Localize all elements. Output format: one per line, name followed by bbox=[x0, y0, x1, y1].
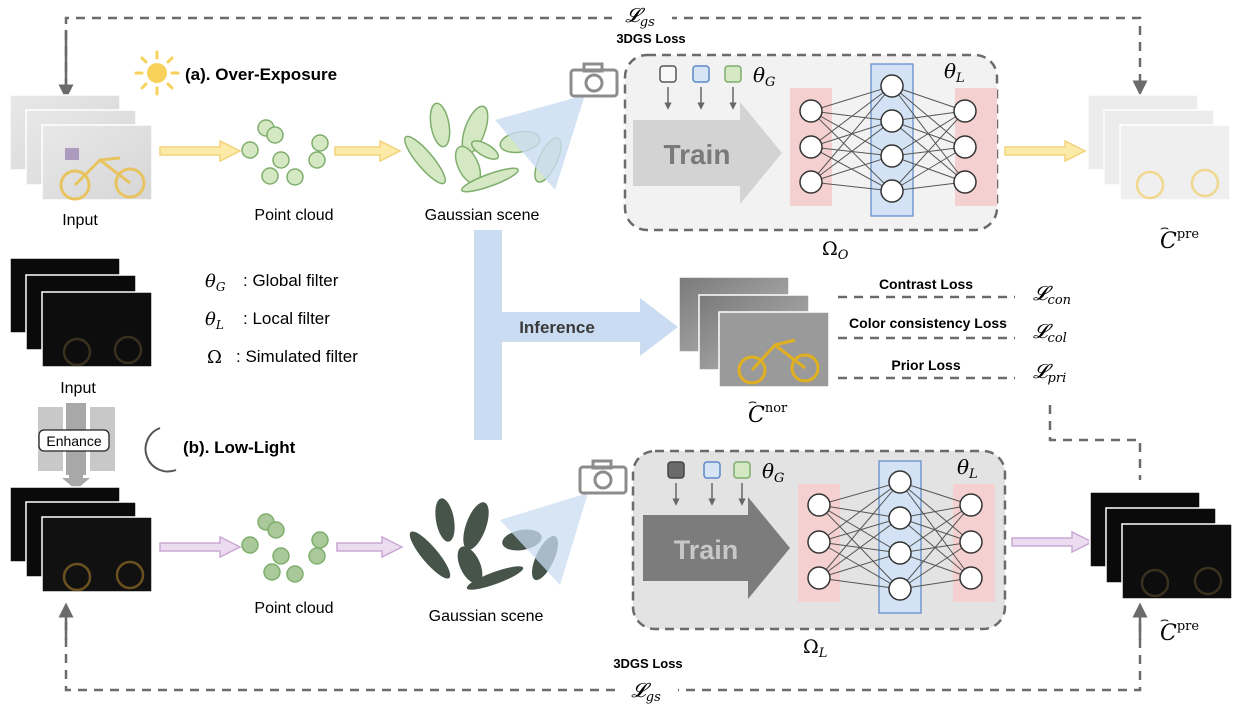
top-output-hat: ⌢ bbox=[1160, 220, 1169, 236]
contrast-loss-symbol: 𝓛con bbox=[1033, 281, 1071, 308]
dark-input-images bbox=[9, 257, 153, 368]
inference-arrow bbox=[474, 230, 678, 440]
top-input-label: Input bbox=[62, 212, 98, 229]
legend-global: : Global filter bbox=[243, 271, 339, 290]
top-gaussian-label: Gaussian scene bbox=[425, 207, 540, 224]
bottom-filter-squares bbox=[667, 461, 751, 506]
top-network bbox=[790, 63, 997, 217]
sun-icon bbox=[134, 50, 180, 96]
prior-to-output-dashed bbox=[1048, 405, 1142, 480]
bottom-output-arrow bbox=[1011, 530, 1094, 554]
inference-label: Inference bbox=[519, 318, 595, 337]
bottom-loss-label: 3DGS Loss bbox=[613, 656, 682, 671]
top-point-cloud bbox=[241, 119, 329, 186]
top-train-arrow bbox=[633, 102, 782, 204]
normal-output-images bbox=[678, 276, 830, 388]
bottom-network bbox=[798, 460, 995, 614]
bottom-train-label: Train bbox=[674, 535, 739, 565]
top-train-label: Train bbox=[664, 139, 731, 170]
svg-text:θG: θG bbox=[205, 271, 226, 294]
bottom-theta-l: θL bbox=[957, 455, 978, 482]
loss-list: Contrast Loss Color consistency Loss Pri… bbox=[838, 276, 1142, 480]
top-input-images bbox=[9, 94, 153, 201]
top-omega: ΩO bbox=[822, 238, 849, 263]
bottom-arrow-1 bbox=[159, 535, 242, 559]
prior-loss-symbol: 𝓛pri bbox=[1033, 359, 1066, 386]
bottom-output-hat: ⌢ bbox=[1160, 612, 1169, 628]
top-output-arrow bbox=[1004, 139, 1087, 163]
top-output-images bbox=[1087, 94, 1231, 201]
top-output-label: Cpre bbox=[1160, 227, 1199, 254]
legend-local: : Local filter bbox=[243, 309, 330, 328]
bottom-train-arrow bbox=[643, 497, 790, 599]
top-point-cloud-label: Point cloud bbox=[254, 207, 333, 224]
bottom-output-images bbox=[1089, 491, 1233, 600]
bottom-camera-frustum bbox=[500, 493, 588, 585]
bottom-camera-icon bbox=[578, 459, 628, 495]
color-loss-label: Color consistency Loss bbox=[849, 315, 1007, 331]
top-theta-g: θG bbox=[753, 63, 775, 90]
bottom-point-cloud bbox=[241, 513, 329, 583]
low-light-title: (b). Low-Light bbox=[183, 438, 296, 457]
bottom-input-images bbox=[9, 486, 153, 593]
top-camera-frustum bbox=[495, 95, 585, 190]
legend-simulated: : Simulated filter bbox=[236, 347, 358, 366]
contrast-loss-label: Contrast Loss bbox=[879, 276, 973, 292]
prior-loss-label: Prior Loss bbox=[891, 357, 960, 373]
color-loss-symbol: 𝓛col bbox=[1033, 319, 1067, 346]
svg-text:θL: θL bbox=[205, 309, 224, 332]
enhance-label: Enhance bbox=[46, 433, 101, 449]
top-filter-squares bbox=[659, 65, 742, 110]
dark-input-label: Input bbox=[60, 380, 96, 397]
top-arrow-2 bbox=[334, 139, 402, 163]
bottom-arrow-2 bbox=[336, 535, 404, 559]
top-loss-label: 3DGS Loss bbox=[616, 31, 685, 46]
moon-icon bbox=[144, 427, 177, 473]
bottom-point-cloud-label: Point cloud bbox=[254, 600, 333, 617]
top-arrow-1 bbox=[159, 139, 242, 163]
normal-output-hat: ⌢ bbox=[748, 394, 757, 410]
bottom-output-label: Cpre bbox=[1160, 619, 1199, 646]
top-camera-icon bbox=[569, 62, 619, 98]
over-exposure-title: (a). Over-Exposure bbox=[185, 65, 337, 84]
enhance-block: Enhance bbox=[38, 403, 115, 490]
bottom-gaussian-label: Gaussian scene bbox=[429, 608, 544, 625]
bottom-loss-loop: 3DGS Loss 𝓛gs bbox=[58, 602, 1148, 705]
top-theta-l: θL bbox=[944, 59, 965, 86]
bottom-theta-g: θG bbox=[762, 459, 784, 486]
normal-output-label: Cnor bbox=[748, 401, 788, 428]
top-loss-loop: 𝓛gs 3DGS Loss bbox=[58, 3, 1148, 100]
svg-text:Ω: Ω bbox=[207, 347, 222, 368]
bottom-omega: ΩL bbox=[803, 636, 827, 661]
legend: θG : Global filter θL : Local filter Ω :… bbox=[205, 271, 358, 368]
